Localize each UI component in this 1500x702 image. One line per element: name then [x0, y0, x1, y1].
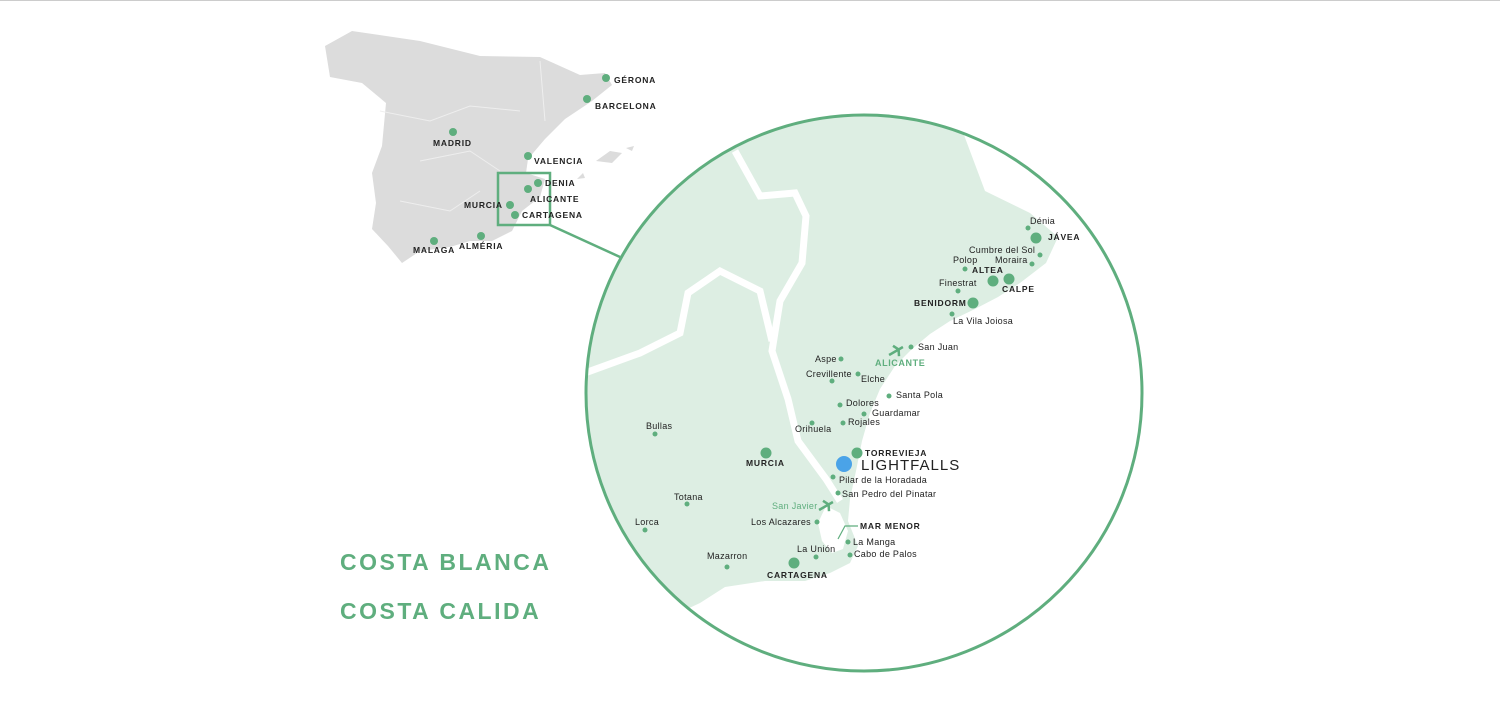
city-label: VALENCIA — [534, 156, 584, 166]
town-label: Los Alcazares — [751, 517, 811, 527]
town-label: Lorca — [635, 517, 660, 527]
town-label: Dénia — [1030, 216, 1056, 226]
city-label: MALAGA — [413, 245, 456, 255]
town-label: Mazarron — [707, 551, 748, 561]
inset-box — [496, 171, 552, 227]
water-label: MAR MENOR — [860, 521, 921, 531]
town-label-major: CARTAGENA — [767, 570, 828, 580]
legend-costa-calida: COSTA CALIDA — [340, 598, 542, 624]
spain-silhouette — [325, 31, 634, 263]
city-label: GÉRONA — [614, 75, 657, 85]
town-label-major: CALPE — [1002, 284, 1035, 294]
city-label: MADRID — [433, 138, 472, 148]
town-label: Cabo de Palos — [854, 549, 917, 559]
town-label: Totana — [674, 492, 703, 502]
city-label: MURCIA — [464, 200, 503, 210]
town-label: La Vila Joiosa — [953, 316, 1014, 326]
town-label: Santa Pola — [896, 390, 944, 400]
town-label: Moraira — [995, 255, 1028, 265]
town-label: San Pedro del Pinatar — [842, 489, 937, 499]
town-label-major: TORREVIEJA — [865, 448, 928, 458]
town-label-major: JÁVEA — [1048, 232, 1081, 242]
town-label: Aspe — [815, 354, 837, 364]
city-label: DENIA — [545, 178, 576, 188]
city-label: ALICANTE — [530, 194, 580, 204]
town-label-major: ALTEA — [972, 265, 1004, 275]
town-label-major: BENIDORM — [914, 298, 967, 308]
town-label: Dolores — [846, 398, 880, 408]
town-label: San Juan — [918, 342, 959, 352]
city-label: CARTAGENA — [522, 210, 583, 220]
airplane-icon — [818, 499, 834, 512]
town-label: Polop — [953, 255, 978, 265]
mar-menor-leader — [837, 525, 858, 540]
town-label-major: MURCIA — [746, 458, 785, 468]
town-label: Cumbre del Sol — [969, 245, 1036, 255]
town-label: Orihuela — [795, 424, 832, 434]
town-label: La Manga — [853, 537, 896, 547]
city-label: BARCELONA — [595, 101, 657, 111]
detail-circle-border — [584, 113, 1144, 673]
city-dots — [430, 74, 1043, 570]
lightfalls-marker — [836, 456, 852, 472]
city-label: ALMÉRIA — [459, 241, 504, 251]
town-label: Elche — [861, 374, 886, 384]
town-label: Pilar de la Horadada — [839, 475, 928, 485]
lightfalls-label: LIGHTFALLS — [861, 457, 961, 474]
inset-connector — [549, 223, 621, 259]
town-label: Rojales — [848, 417, 881, 427]
airport-label: San Javier — [772, 501, 818, 511]
airplane-icon — [888, 344, 904, 357]
town-label: Bullas — [646, 421, 673, 431]
town-label: Guardamar — [872, 408, 921, 418]
legend-costa-blanca: COSTA BLANCA — [340, 549, 552, 575]
airport-label: ALICANTE — [875, 358, 926, 368]
detail-region — [586, 115, 1142, 671]
town-label: La Unión — [797, 544, 836, 554]
town-label: Crevillente — [806, 369, 852, 379]
town-label: Finestrat — [939, 278, 977, 288]
